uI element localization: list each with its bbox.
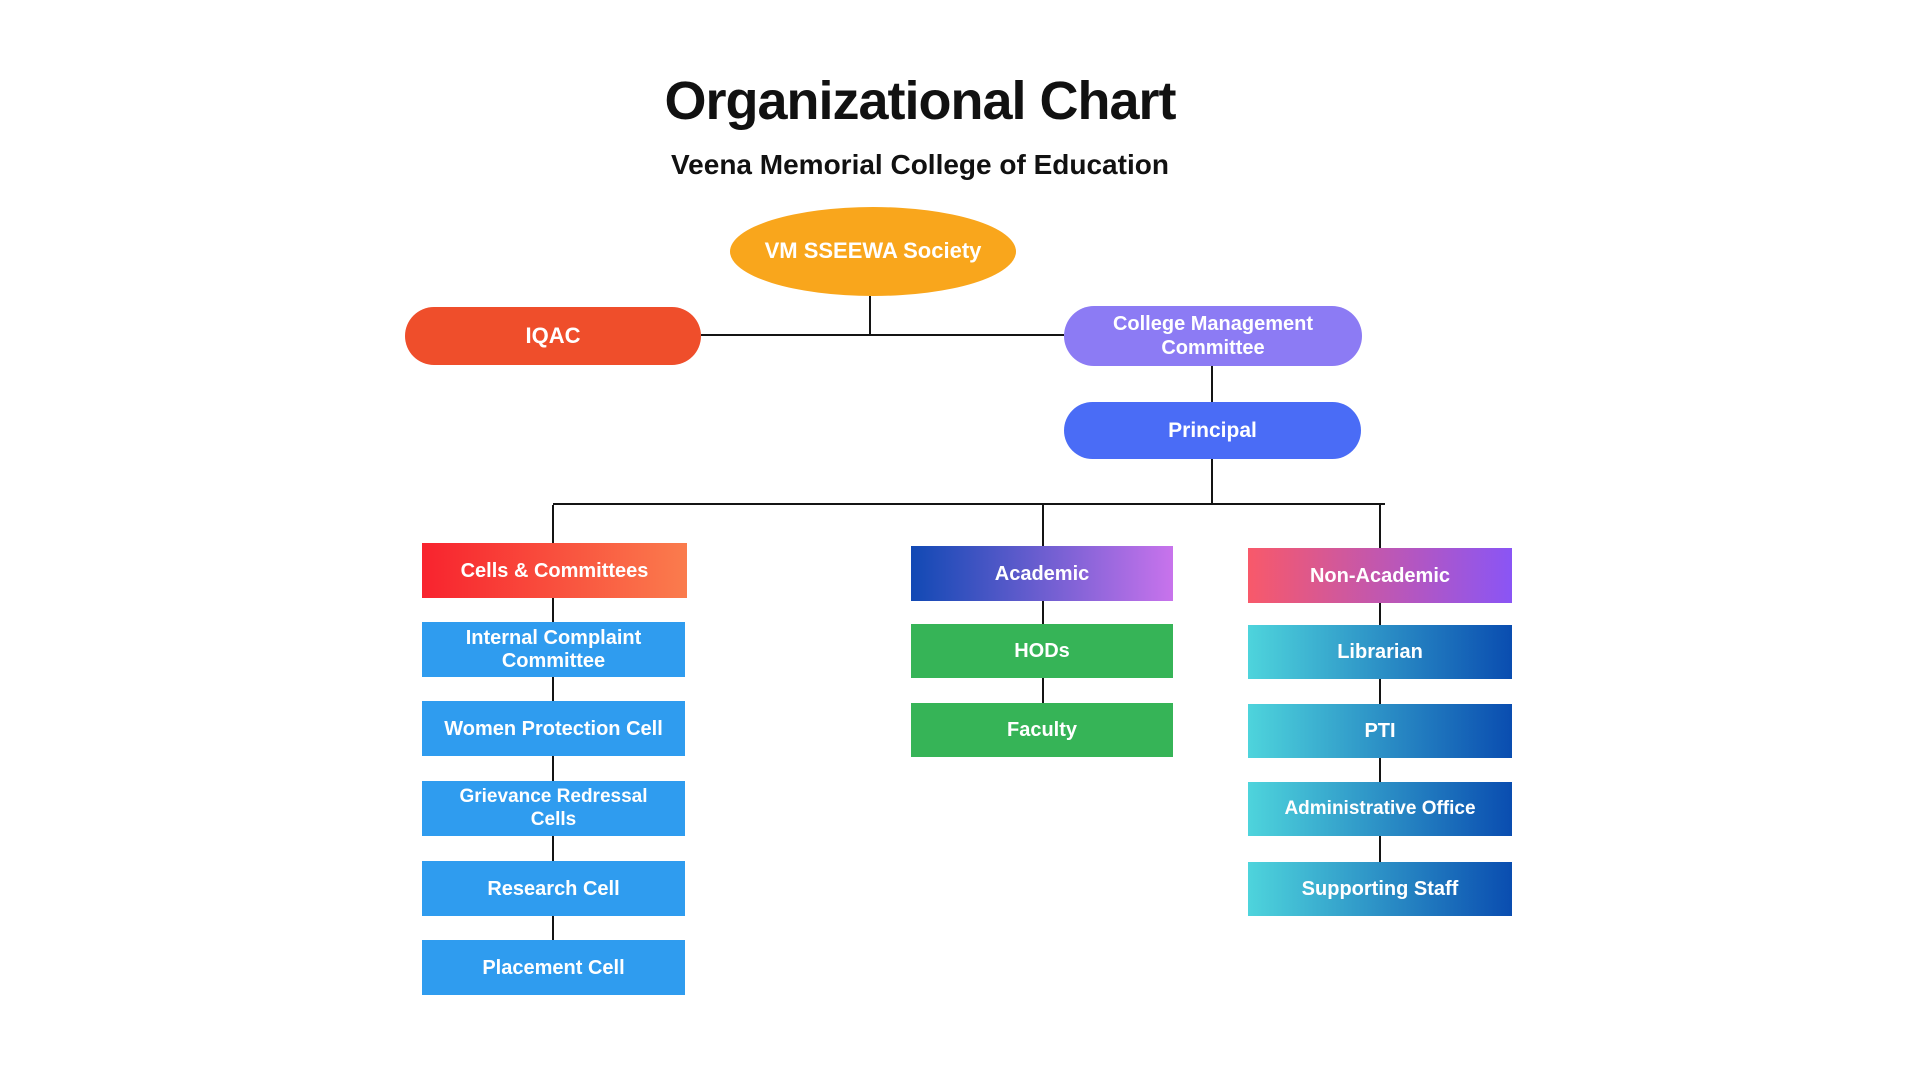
- connector-nonacademic-seg: [1379, 679, 1381, 704]
- node-hods: HODs: [911, 624, 1173, 678]
- node-supporting-staff: Supporting Staff: [1248, 862, 1512, 916]
- node-research-cell: Research Cell: [422, 861, 685, 916]
- connector-cells-seg: [552, 677, 554, 701]
- branch-header-academic: Academic: [911, 546, 1173, 601]
- branch-header-non-academic: Non-Academic: [1248, 548, 1512, 603]
- node-pti: PTI: [1248, 704, 1512, 758]
- branch-header-cells-committees: Cells & Committees: [422, 543, 687, 598]
- node-grievance-redressal-cells: Grievance Redressal Cells: [422, 781, 685, 836]
- connector-branch-bar: [553, 503, 1385, 505]
- connector-nonacademic-seg: [1379, 758, 1381, 782]
- node-librarian: Librarian: [1248, 625, 1512, 679]
- node-faculty: Faculty: [911, 703, 1173, 757]
- page-subtitle: Veena Memorial College of Education: [671, 149, 1169, 181]
- connector-academic-seg: [1042, 678, 1044, 703]
- connector-cells-seg: [552, 836, 554, 861]
- connector-cells-seg: [552, 756, 554, 781]
- connector-drop-academic: [1042, 505, 1044, 546]
- connector-nonacademic-seg: [1379, 836, 1381, 862]
- connector-cmc-principal: [1211, 366, 1213, 402]
- connector-cells-seg: [552, 598, 554, 622]
- node-vm-sseewa-society: VM SSEEWA Society: [730, 207, 1016, 296]
- node-placement-cell: Placement Cell: [422, 940, 685, 995]
- connector-society-drop: [869, 296, 871, 335]
- node-administrative-office: Administrative Office: [1248, 782, 1512, 836]
- node-iqac: IQAC: [405, 307, 701, 365]
- connector-nonacademic-seg: [1379, 603, 1381, 625]
- title-block: Organizational Chart Veena Memorial Coll…: [370, 71, 1470, 181]
- connector-academic-seg: [1042, 601, 1044, 624]
- connector-principal-riser: [1211, 459, 1213, 504]
- node-women-protection-cell: Women Protection Cell: [422, 701, 685, 756]
- node-internal-complaint-committee: Internal Complaint Committee: [422, 622, 685, 677]
- node-college-management-committee: College Management Committee: [1064, 306, 1362, 366]
- connector-drop-cells: [552, 505, 554, 543]
- connector-drop-nonacademic: [1379, 505, 1381, 548]
- connector-iqac-cmc: [701, 334, 1064, 336]
- node-principal: Principal: [1064, 402, 1361, 459]
- page-title: Organizational Chart: [664, 71, 1176, 131]
- connector-cells-seg: [552, 916, 554, 940]
